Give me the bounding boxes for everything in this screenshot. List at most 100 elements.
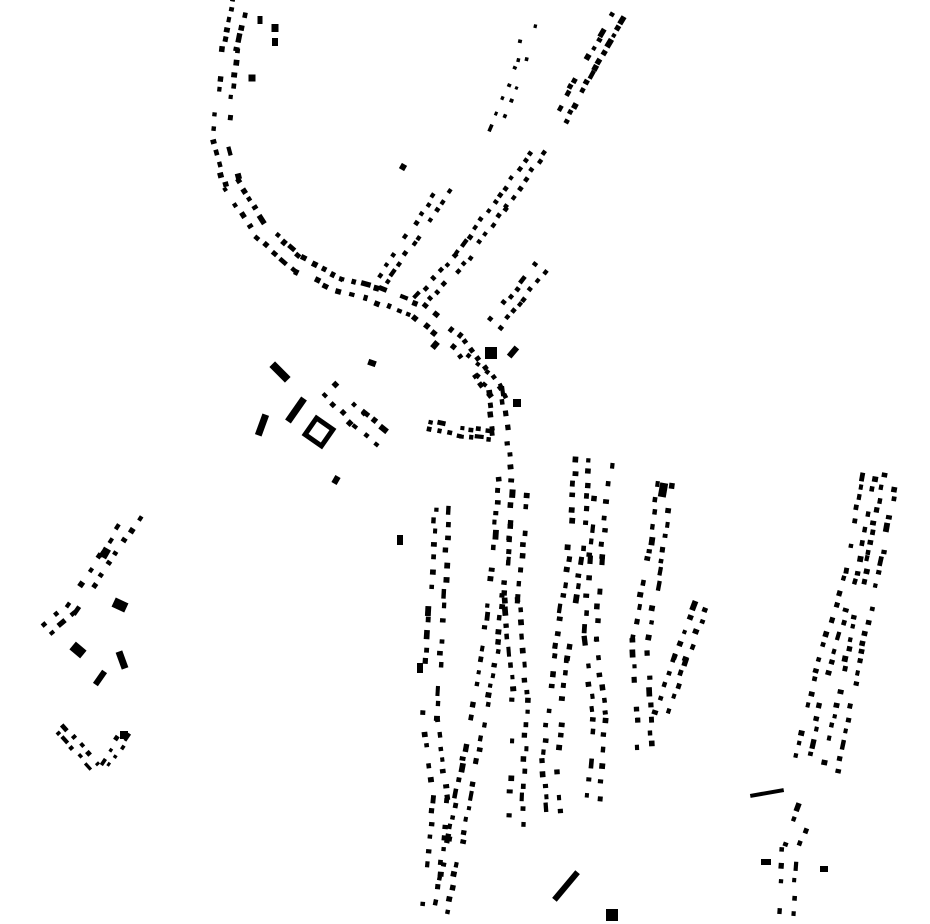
building	[469, 781, 476, 788]
building	[233, 59, 240, 66]
building	[504, 633, 510, 640]
building	[557, 732, 564, 738]
building	[439, 639, 445, 644]
building	[482, 231, 488, 237]
building	[629, 649, 636, 658]
building	[524, 746, 529, 752]
building	[813, 726, 819, 732]
building	[106, 761, 112, 767]
building	[519, 647, 526, 654]
building	[310, 260, 319, 269]
building	[659, 546, 666, 553]
building	[504, 313, 511, 321]
building	[662, 533, 668, 539]
building	[422, 285, 430, 292]
building	[526, 286, 533, 293]
building	[778, 862, 785, 869]
building	[842, 665, 849, 672]
building	[242, 12, 248, 19]
building	[507, 464, 514, 470]
building	[839, 739, 847, 751]
building	[609, 462, 615, 469]
building	[518, 607, 524, 613]
building	[514, 286, 521, 293]
building	[861, 578, 868, 585]
building	[231, 202, 239, 209]
building	[858, 484, 864, 491]
building	[425, 849, 432, 854]
building	[648, 604, 656, 612]
building	[427, 776, 435, 783]
building	[452, 802, 459, 809]
building	[87, 566, 95, 574]
building	[450, 815, 456, 820]
building	[485, 347, 497, 359]
building	[597, 796, 603, 802]
building	[434, 715, 441, 723]
building	[853, 681, 860, 687]
building	[611, 32, 617, 39]
building	[782, 841, 789, 848]
building	[452, 788, 459, 799]
building	[401, 249, 409, 257]
building	[398, 162, 408, 172]
building	[584, 610, 590, 617]
building	[518, 275, 527, 285]
building	[510, 194, 517, 201]
building	[467, 255, 474, 262]
building	[397, 535, 403, 545]
building	[519, 552, 526, 559]
building	[542, 269, 549, 276]
building	[424, 742, 430, 748]
building	[417, 663, 423, 673]
building	[891, 496, 897, 502]
building	[793, 752, 799, 759]
building	[600, 746, 606, 753]
building	[519, 792, 525, 802]
building	[257, 16, 263, 24]
building	[235, 32, 243, 44]
building	[596, 36, 603, 43]
building	[587, 69, 596, 80]
building	[459, 238, 469, 248]
building	[412, 290, 421, 300]
building	[793, 802, 802, 813]
building	[436, 650, 443, 656]
building	[571, 102, 579, 110]
building	[453, 861, 459, 868]
building	[429, 192, 436, 199]
building	[112, 550, 119, 557]
building	[890, 486, 898, 493]
building	[761, 859, 771, 865]
building	[815, 656, 822, 663]
building	[549, 670, 557, 678]
building	[99, 757, 108, 767]
building	[589, 705, 595, 713]
building	[869, 485, 875, 492]
building	[423, 629, 430, 640]
building	[443, 576, 450, 583]
building	[792, 895, 798, 901]
building	[485, 701, 491, 708]
building	[496, 614, 502, 621]
building	[64, 601, 72, 609]
building	[507, 662, 514, 668]
building	[373, 300, 381, 308]
building	[834, 631, 842, 641]
building	[779, 846, 785, 852]
building	[832, 713, 838, 719]
building	[658, 558, 664, 564]
building	[226, 16, 232, 23]
building	[339, 408, 347, 417]
building	[599, 763, 606, 770]
building	[501, 580, 508, 586]
building	[520, 806, 526, 811]
building	[554, 630, 561, 637]
building	[239, 211, 247, 220]
building	[415, 235, 422, 242]
building	[329, 401, 337, 409]
building	[568, 507, 575, 513]
building	[840, 575, 847, 582]
building	[578, 556, 585, 566]
